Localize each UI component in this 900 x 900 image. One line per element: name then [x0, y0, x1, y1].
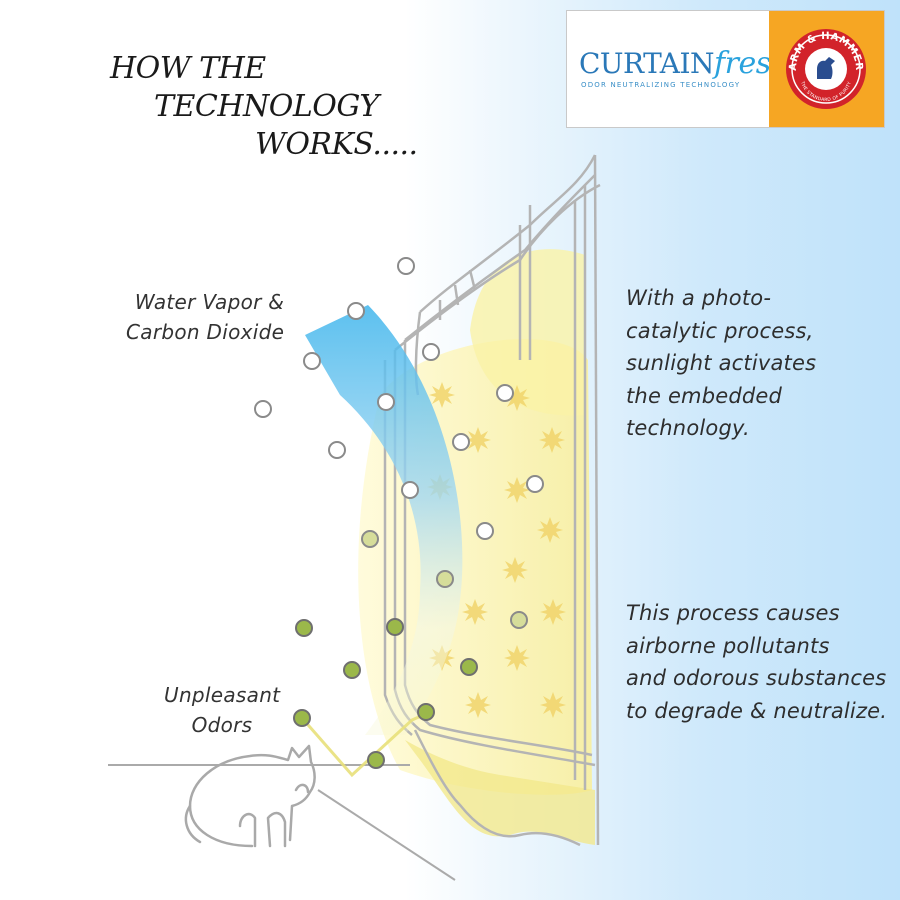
label-water-vapor-line-2: Carbon Dioxide [126, 320, 285, 344]
title-line-2: TECHNOLOGY [154, 89, 379, 124]
label-odors-line-2: Odors [191, 713, 253, 737]
description-process-line-4: the embedded [626, 383, 783, 408]
title-line-1: HOW THE [110, 51, 266, 86]
label-water-vapor-line-1: Water Vapor & [134, 290, 285, 314]
vapor-arrow [305, 305, 463, 735]
brand-tagline: ODOR NEUTRALIZING TECHNOLOGY [581, 81, 741, 89]
description-result-line-4: to degrade & neutralize. [626, 698, 888, 723]
description-result-line-2: airborne pollutants [626, 633, 830, 658]
odor-molecules [293, 618, 478, 769]
floor-edge-line [317, 789, 456, 881]
description-result-line-3: and odorous substances [626, 666, 887, 690]
page-title: HOW THE TECHNOLOGY WORKS..... [110, 50, 430, 170]
description-process-line-3: sunlight activates [626, 351, 817, 375]
curtain-hem-glow [405, 740, 595, 845]
description-process-line-5: technology. [626, 416, 750, 440]
curtain-panels [383, 154, 601, 847]
label-odors-line-1: Unpleasant [164, 683, 281, 707]
transition-molecules [361, 530, 528, 629]
description-result: This process causes airborne pollutants … [626, 597, 887, 727]
vapor-molecules [254, 257, 544, 540]
arm-hammer-seal-icon: ARM & HAMMER THE STANDARD OF PURITY [786, 29, 866, 109]
brand-logo: CURTAINfresh ODOR NEUTRALIZING TECHNOLOG… [566, 10, 885, 128]
arm-hammer-logo: ARM & HAMMER THE STANDARD OF PURITY [769, 11, 884, 127]
sunlight-glow-top [470, 249, 586, 416]
label-water-vapor: Water Vapor & Carbon Dioxide [122, 287, 284, 347]
title-line-3: WORKS..... [255, 127, 418, 162]
curtainfresh-wordmark: CURTAINfresh [579, 46, 790, 81]
brand-caps: CURTAIN [579, 47, 715, 80]
description-process-line-2: catalytic process, [626, 318, 814, 343]
curtainfresh-logo: CURTAINfresh ODOR NEUTRALIZING TECHNOLOG… [567, 11, 790, 127]
description-result-line-1: This process causes [626, 601, 840, 625]
description-process-line-1: With a photo- [626, 286, 772, 310]
description-process: With a photo- catalytic process, sunligh… [626, 282, 816, 445]
cat-outline [184, 744, 316, 848]
label-unpleasant-odors: Unpleasant Odors [164, 680, 280, 740]
